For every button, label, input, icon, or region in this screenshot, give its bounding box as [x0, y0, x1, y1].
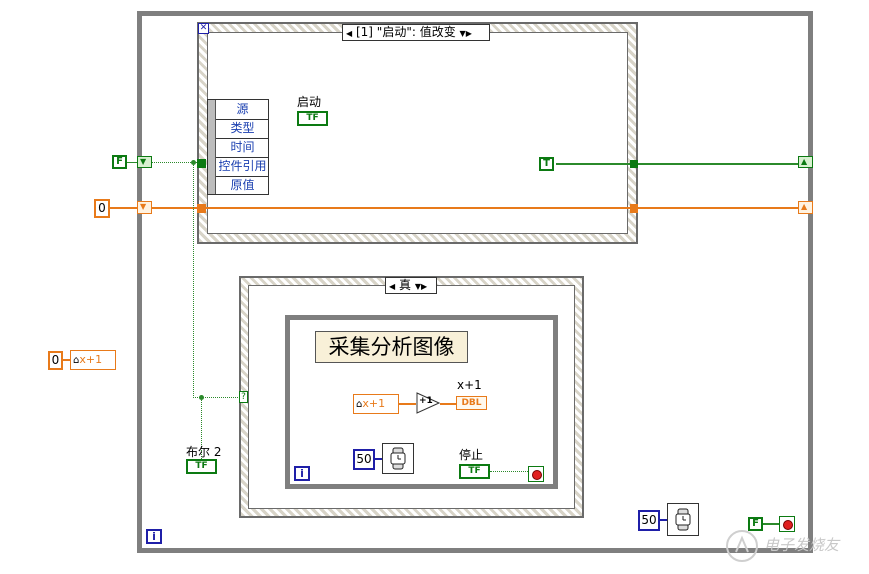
watch-icon	[675, 508, 691, 531]
bool-wire-in	[152, 162, 199, 163]
event-structure-frame	[207, 32, 628, 234]
inner-wait-function[interactable]	[382, 443, 414, 474]
shift-register-up-icon: ▲	[801, 202, 808, 211]
outer-wait-constant[interactable]: 50	[638, 510, 660, 531]
feedback-node-label: x+1	[79, 353, 103, 366]
wire-junction	[191, 160, 196, 165]
bool2-label: 布尔 2	[186, 445, 222, 459]
increment-function[interactable]: +1	[416, 392, 441, 414]
outer-wait-function[interactable]	[667, 503, 699, 536]
shift-register-right-numeric[interactable]: ▲	[798, 201, 813, 214]
event-data-node-handle	[208, 100, 216, 194]
home-icon: ⌂	[356, 399, 363, 410]
selector-next-icon[interactable]: ▶	[420, 282, 428, 291]
increment-triangle-icon	[416, 392, 441, 414]
stop-label: 停止	[459, 448, 484, 462]
watch-icon	[390, 447, 406, 470]
inner-numeric-wire	[399, 403, 416, 405]
case-selector-wire	[193, 397, 240, 398]
increment-label: +1	[419, 396, 433, 406]
outer-iteration-terminal: i	[146, 529, 162, 544]
event-data-node[interactable]: 源 类型 时间 控件引用 原值	[207, 99, 269, 195]
inner-iteration-terminal: i	[294, 466, 310, 481]
event-data-field[interactable]: 源	[216, 100, 269, 120]
selector-prev-icon[interactable]: ◀	[346, 29, 353, 38]
numeric-constant-zero[interactable]: 0	[94, 199, 110, 218]
case-selector[interactable]: ◀ 真 ▼▶	[385, 277, 437, 294]
event-tunnel-bool-right	[630, 160, 638, 168]
feedback-init-wire	[63, 359, 71, 361]
false-constant[interactable]: F	[112, 155, 127, 169]
case-selector-label: 真	[398, 278, 411, 292]
watermark: 电子发烧友	[724, 526, 864, 566]
false-wire	[127, 162, 137, 163]
outer-while-loop[interactable]	[137, 11, 813, 553]
event-tunnel-numeric-right	[630, 204, 638, 213]
outer-stop-wire	[763, 523, 779, 525]
event-tunnel-numeric-left	[197, 204, 206, 213]
home-icon: ⌂	[73, 355, 80, 366]
inner-feedback-node[interactable]: ⌂x+1	[353, 394, 399, 414]
inner-loop-condition-terminal[interactable]	[528, 466, 544, 482]
inner-wait-constant[interactable]: 50	[353, 449, 375, 470]
stop-wire	[490, 471, 528, 472]
indicator-label: x+1	[457, 378, 482, 392]
inner-loop-title[interactable]: 采集分析图像	[315, 331, 468, 363]
inner-output-wire	[440, 403, 456, 405]
bool2-wire	[201, 397, 202, 459]
shift-register-right-bool[interactable]: ▲	[798, 156, 813, 168]
event-data-field[interactable]: 原值	[230, 178, 255, 192]
bool-wire-out	[556, 163, 798, 165]
start-control-label: 启动	[297, 95, 322, 109]
numeric-wire-through	[152, 207, 798, 209]
wire-junction	[199, 395, 204, 400]
inner-feedback-label: x+1	[362, 397, 386, 410]
selector-next-icon[interactable]: ▶	[465, 29, 472, 38]
numeric-wire-in	[110, 207, 137, 209]
outer-stop-false-constant[interactable]: F	[748, 517, 763, 531]
event-selector-label: [1] "启动": 值改变	[355, 25, 456, 39]
shift-register-up-icon: ▲	[801, 157, 808, 166]
feedback-init-constant[interactable]: 0	[48, 351, 63, 370]
true-constant[interactable]: T	[539, 157, 554, 171]
shift-register-left-bool[interactable]: ▼	[137, 156, 152, 168]
watermark-logo-icon	[726, 530, 758, 562]
selector-prev-icon[interactable]: ◀	[389, 282, 396, 291]
event-data-field[interactable]: 时间	[216, 138, 269, 158]
inner-wait-wire	[375, 458, 382, 460]
selector-dropdown-icon[interactable]: ▼	[459, 29, 466, 38]
event-structure-close-icon[interactable]: ✕	[198, 23, 209, 34]
bool2-terminal[interactable]: TF	[186, 459, 217, 474]
event-tunnel-bool-left	[197, 159, 206, 168]
bool-branch-wire	[193, 162, 194, 398]
outer-loop-condition-terminal[interactable]	[779, 516, 795, 532]
shift-register-down-icon: ▼	[140, 157, 147, 166]
dbl-indicator[interactable]: DBL	[456, 396, 487, 410]
watermark-text: 电子发烧友	[764, 536, 840, 554]
event-data-field[interactable]: 控件引用	[216, 157, 269, 177]
start-control-terminal[interactable]: TF	[297, 111, 328, 126]
outer-wait-wire	[660, 519, 667, 521]
event-selector[interactable]: ◀ [1] "启动": 值改变 ▼▶	[342, 24, 490, 41]
shift-register-left-numeric[interactable]: ▼	[137, 201, 152, 214]
shift-register-down-icon: ▼	[140, 202, 147, 211]
selector-dropdown-icon[interactable]: ▼	[414, 282, 421, 291]
feedback-node[interactable]: ⌂x+1	[70, 350, 116, 370]
stop-control-terminal[interactable]: TF	[459, 464, 490, 479]
case-selector-terminal[interactable]: ?	[239, 391, 248, 403]
event-data-field[interactable]: 类型	[216, 119, 269, 139]
